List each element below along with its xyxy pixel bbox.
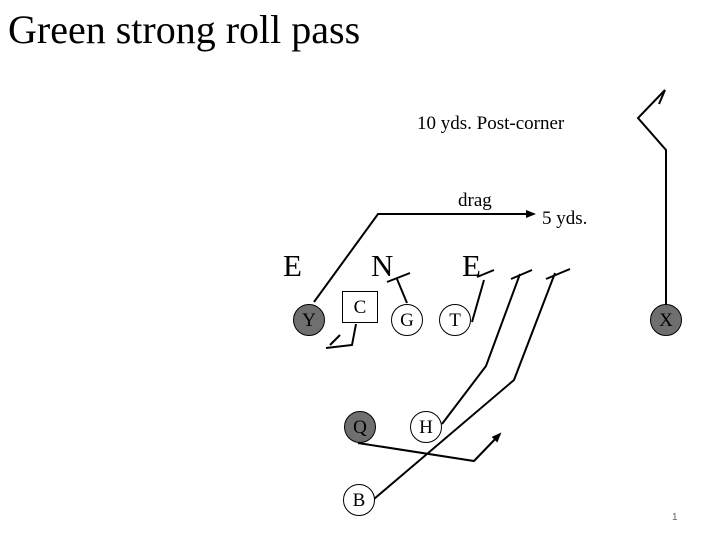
player-center: C [342,291,378,323]
drag-label: drag [458,190,492,211]
route-h-tick [510,269,533,280]
route-b-tick [545,268,571,280]
player-x: X [650,304,682,336]
player-y: Y [293,304,325,336]
block-guard-tick [386,272,411,283]
post-corner-label: 10 yds. Post-corner [417,113,565,134]
route-y-drag [313,210,536,303]
page-number: 1 [672,512,678,523]
block-guard [396,278,408,304]
block-center [325,323,357,349]
defender-end-left: E [283,248,302,283]
route-q-roll [357,432,502,463]
player-tackle: T [439,304,471,336]
block-tackle-tick [476,269,495,278]
player-guard: G [391,304,423,336]
slide-title: Green strong roll pass [8,7,361,52]
block-center-tick [329,334,341,346]
route-h [441,273,521,425]
route-x-post-corner [636,89,667,306]
player-h: H [410,411,442,443]
defender-end-right: E [462,248,481,283]
block-tackle [471,279,485,323]
route-b [373,272,556,500]
player-quarterback: Q [344,411,376,443]
route-x-arrow-tip [658,89,666,105]
five-yards-label: 5 yds. [542,208,588,229]
defender-nose: N [371,248,394,283]
player-b: B [343,484,375,516]
